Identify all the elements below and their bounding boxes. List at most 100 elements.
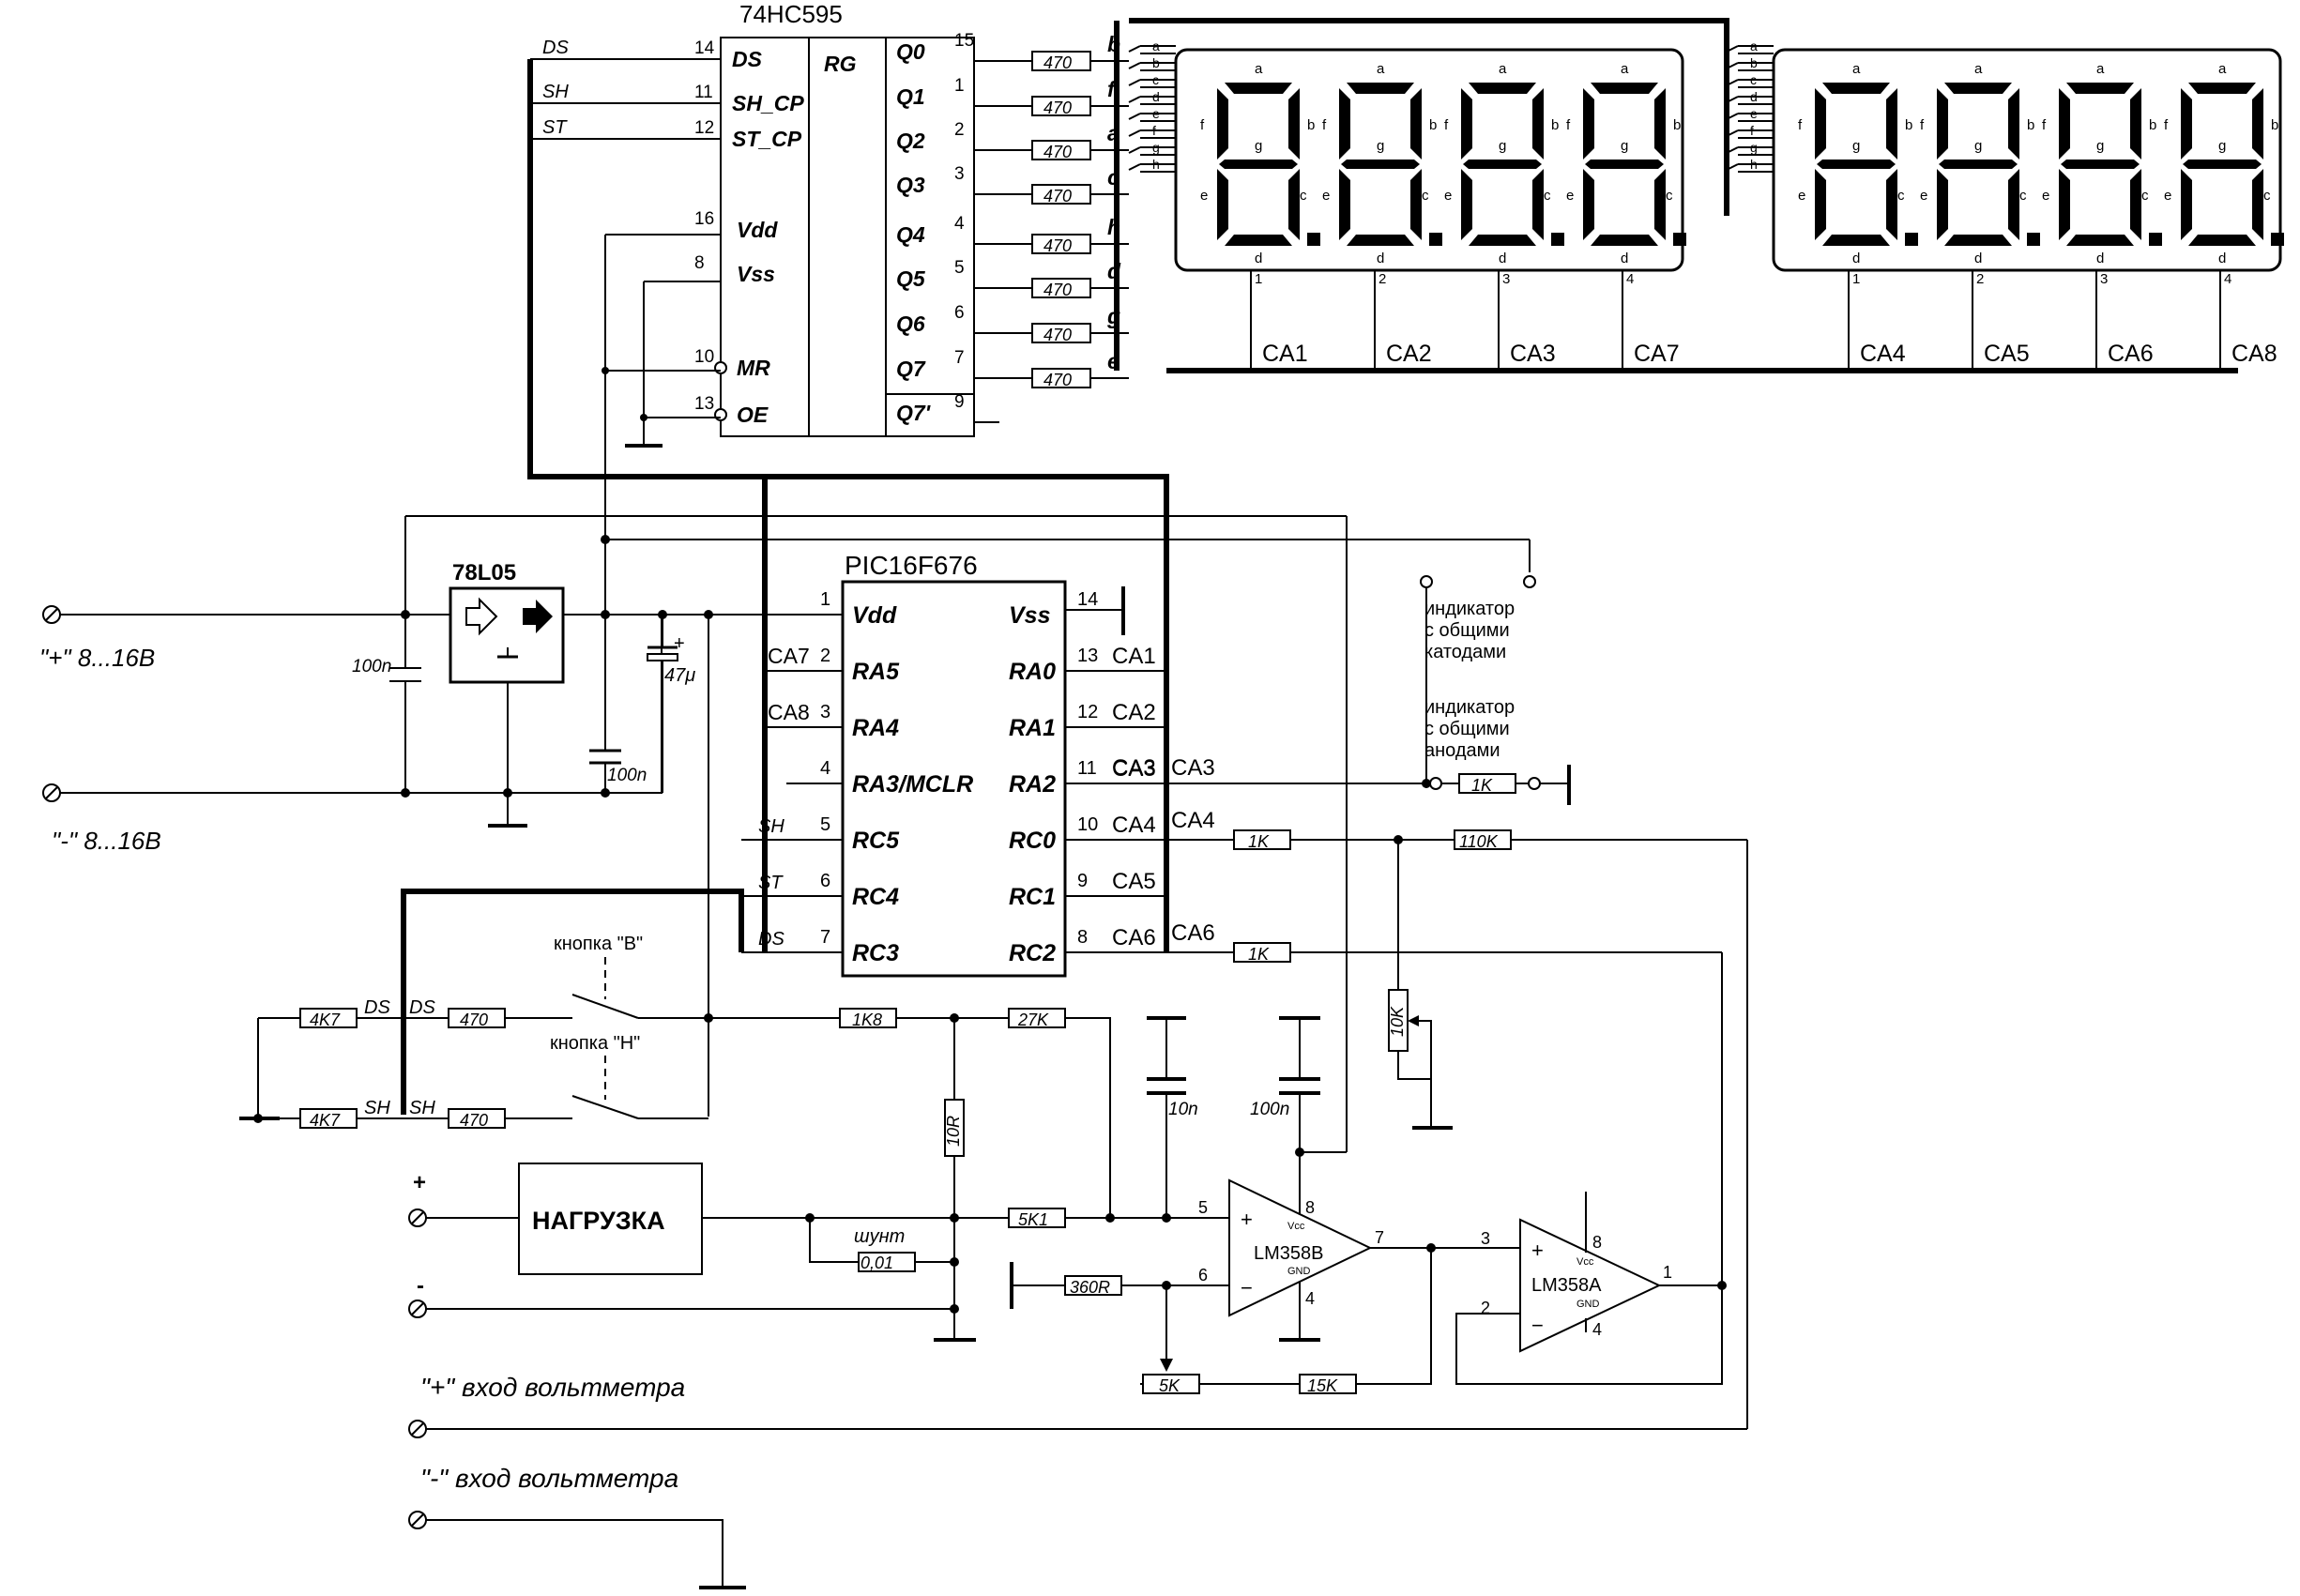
segment-b — [2130, 88, 2141, 160]
jumper-anode-pin[interactable] — [1420, 575, 1433, 588]
segment-label: d — [1621, 251, 1628, 266]
svg-text:0,01: 0,01 — [861, 1254, 893, 1272]
mcu-pin-label: RC2 — [1009, 940, 1056, 966]
segment-label: c — [1422, 188, 1429, 204]
sr-pin-num: 4 — [954, 214, 965, 234]
segment-label: b — [2027, 117, 2034, 133]
svg-text:10n: 10n — [1168, 1100, 1198, 1119]
segment-g — [1817, 160, 1896, 169]
segment-label: b — [2149, 117, 2156, 133]
mcu-net-label: CA6 — [1112, 925, 1156, 950]
mcu-body — [841, 580, 1067, 978]
mcu-pin-num: 7 — [820, 927, 830, 948]
segment-d — [1347, 235, 1414, 246]
cap-in-label: 100n — [352, 657, 391, 676]
mcu-pin-label: Vss — [1009, 602, 1051, 629]
display-input-c: c — [1152, 72, 1159, 87]
svg-text:2: 2 — [1481, 1299, 1490, 1317]
display-input-f: f — [1152, 123, 1156, 138]
segment-g — [1463, 160, 1542, 169]
segment-dp — [1673, 233, 1686, 246]
display-input-e: e — [1750, 106, 1758, 121]
svg-text:470: 470 — [460, 1011, 488, 1029]
segment-label: b — [1551, 117, 1559, 133]
cathode-text-1: индикатор — [1424, 599, 1515, 619]
svg-text:CA3: CA3 — [1171, 755, 1215, 781]
segment-label: e — [1566, 188, 1574, 204]
svg-text:+: + — [1241, 1208, 1253, 1231]
svg-text:5K: 5K — [1159, 1376, 1180, 1395]
sr-pin-num: 7 — [954, 348, 965, 368]
svg-text:+: + — [1531, 1239, 1544, 1262]
mcu-left-pins: 1Vdd2RA5CA73RA4CA84RA3/MCLR5RC5SH6RC4ST7… — [708, 589, 973, 966]
svg-text:7: 7 — [1375, 1228, 1384, 1247]
mcu-pin-num: 12 — [1077, 702, 1098, 722]
segment-label: f — [1920, 117, 1925, 133]
segment-label: f — [1322, 117, 1327, 133]
button-h[interactable]: кнопка "H" — [550, 1033, 708, 1119]
segment-label: b — [1673, 117, 1681, 133]
segment-b — [1886, 88, 1897, 160]
segment-label: d — [1255, 251, 1262, 266]
segment-label: g — [2218, 138, 2226, 154]
segment-f — [1815, 88, 1826, 160]
sr-pin-q7p: Q7' 9 — [896, 392, 999, 425]
svg-text:10R: 10R — [944, 1116, 963, 1147]
cathode-text-3: катодами — [1424, 642, 1506, 662]
display-input-b: b — [1750, 55, 1758, 70]
sr-pin-num: 15 — [954, 31, 974, 51]
segment-g — [1585, 160, 1664, 169]
digit-pin-num: 3 — [1502, 271, 1510, 287]
segment-b — [1288, 88, 1300, 160]
sr-pin-num: 9 — [954, 392, 965, 412]
segment-f — [2181, 88, 2192, 160]
analog-section: 1K8 27K 10R + НАГРУЗКА - 0,01 шунт 5K1 — [408, 1008, 1727, 1395]
segment-label: c — [1666, 188, 1673, 204]
svg-text:10K: 10K — [1388, 1006, 1407, 1037]
display-input-a: a — [1750, 38, 1758, 53]
sr-pin-label: DS — [732, 47, 763, 71]
svg-text:CA3: CA3 — [1112, 755, 1156, 781]
mcu-pin-num: 11 — [1077, 758, 1097, 779]
segment-f — [1937, 88, 1948, 160]
segment-label: b — [1905, 117, 1912, 133]
button-b[interactable]: кнопка "B" — [554, 934, 708, 1019]
mcu-pin-num: 14 — [1077, 589, 1098, 610]
svg-text:6: 6 — [1198, 1266, 1208, 1284]
svg-text:470: 470 — [1043, 236, 1072, 255]
svg-text:шунт: шунт — [854, 1226, 905, 1247]
sr-pin-label: Q7' — [896, 401, 932, 425]
display-input-c: c — [1750, 72, 1757, 87]
control-bus — [527, 59, 1169, 952]
mcu-pin-num: 1 — [820, 589, 830, 610]
mcu-pin-label: RC3 — [852, 940, 899, 966]
segment-f — [1217, 88, 1228, 160]
mcu-net-label: DS — [758, 929, 784, 950]
display-input-e: e — [1152, 106, 1160, 121]
segment-label: g — [1499, 138, 1506, 154]
svg-text:SH: SH — [409, 1098, 435, 1118]
segment-label: f — [2164, 117, 2169, 133]
segment-c — [1288, 169, 1300, 240]
svg-text:-: - — [417, 1273, 424, 1299]
mcu-pin-num: 13 — [1077, 646, 1098, 666]
jumper-cathode-pin[interactable] — [1523, 575, 1536, 588]
segment-letter: f — [1107, 77, 1117, 101]
segment-label: a — [1499, 61, 1507, 77]
mcu-pic16f676: PIC16F676 1Vdd2RA5CA73RA4CA84RA3/MCLR5RC… — [708, 551, 1166, 978]
digit-net-label: CA6 — [2108, 341, 2154, 367]
display-input-b: b — [1152, 55, 1160, 70]
segment-label: d — [1377, 251, 1384, 266]
mcu-pin-label: RA1 — [1009, 715, 1056, 741]
segment-label: c — [2019, 188, 2027, 204]
